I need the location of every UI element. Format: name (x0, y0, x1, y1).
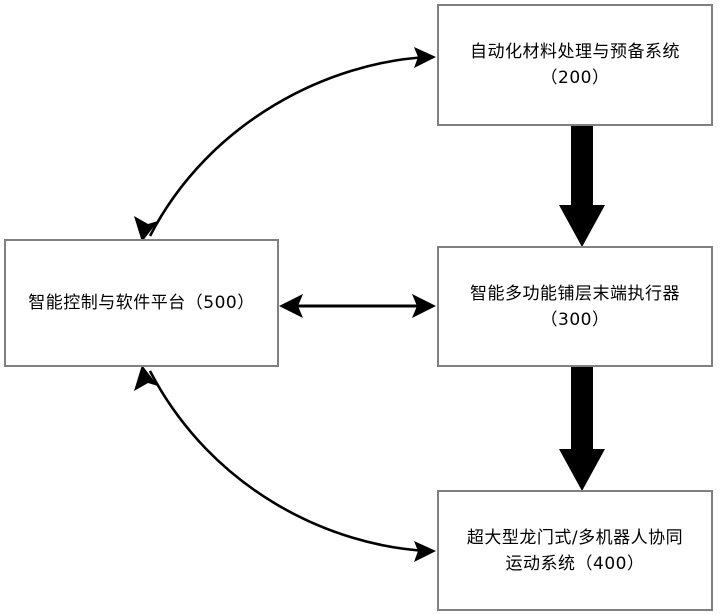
node-500-label: 智能控制与软件平台（500） (28, 293, 255, 313)
node-400-label: 超大型龙门式/多机器人协同 运动系统（400） (466, 527, 684, 574)
edge-300-400 (559, 366, 605, 491)
edge-500-400-arrowhead-to-400 (414, 541, 436, 562)
node-intelligent-layup-end-effector[interactable]: 智能多功能铺层末端执行器 （300） (437, 246, 713, 367)
edge-500-400 (134, 365, 436, 562)
edge-500-200-line (148, 55, 429, 237)
edge-500-400-arrowhead-to-500 (134, 365, 158, 391)
node-automated-material-handling-system[interactable]: 自动化材料处理与预备系统 （200） (437, 4, 713, 126)
edge-500-300-arrowhead-to-300 (412, 294, 436, 318)
edge-200-300-block-arrow (559, 124, 605, 247)
edge-500-200-arrowhead-to-200 (414, 47, 436, 68)
edge-500-300-arrowhead-to-500 (279, 294, 303, 318)
node-gantry-multirobot-motion-system[interactable]: 超大型龙门式/多机器人协同 运动系统（400） (437, 490, 713, 611)
node-300-label: 智能多功能铺层末端执行器 （300） (470, 283, 680, 330)
edge-500-300 (279, 294, 436, 318)
edge-200-300 (559, 124, 605, 247)
edge-500-400-line (148, 370, 429, 553)
node-intelligent-control-software-platform[interactable]: 智能控制与软件平台（500） (4, 239, 279, 367)
edge-500-200 (134, 47, 436, 242)
node-200-label: 自动化材料处理与预备系统 （200） (470, 42, 680, 88)
edge-300-400-block-arrow (559, 366, 605, 491)
